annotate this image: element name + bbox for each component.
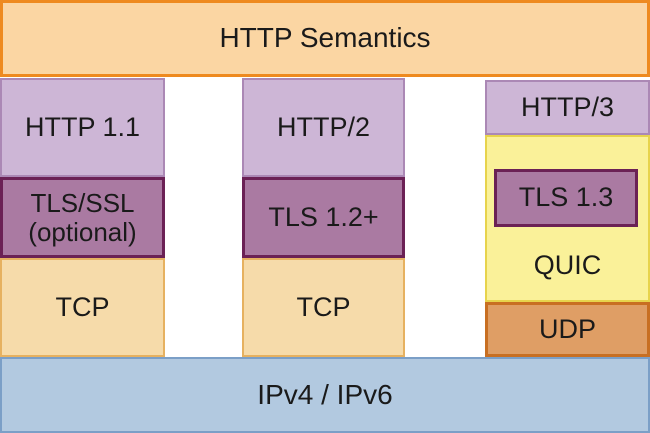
http-semantics-box: HTTP Semantics (0, 0, 650, 77)
tcp-box-http11: TCP (0, 258, 165, 357)
http3-box: HTTP/3 (485, 80, 650, 135)
http2-box: HTTP/2 (242, 78, 405, 177)
udp-box: UDP (485, 302, 650, 357)
tcp-box-http2: TCP (242, 258, 405, 357)
tls-ssl-line: TLS/SSL (30, 188, 135, 219)
tls-ssl-optional-box: TLS/SSL (optional) (0, 177, 165, 258)
quic-label: QUIC (533, 250, 602, 281)
optional-line: (optional) (28, 216, 137, 247)
http11-box: HTTP 1.1 (0, 78, 165, 177)
tls-ssl-optional-label: TLS/SSL (optional) (28, 189, 136, 245)
tls13-box: TLS 1.3 (494, 169, 638, 227)
tls12-box: TLS 1.2+ (242, 177, 405, 258)
ipv4-ipv6-box: IPv4 / IPv6 (0, 357, 650, 433)
